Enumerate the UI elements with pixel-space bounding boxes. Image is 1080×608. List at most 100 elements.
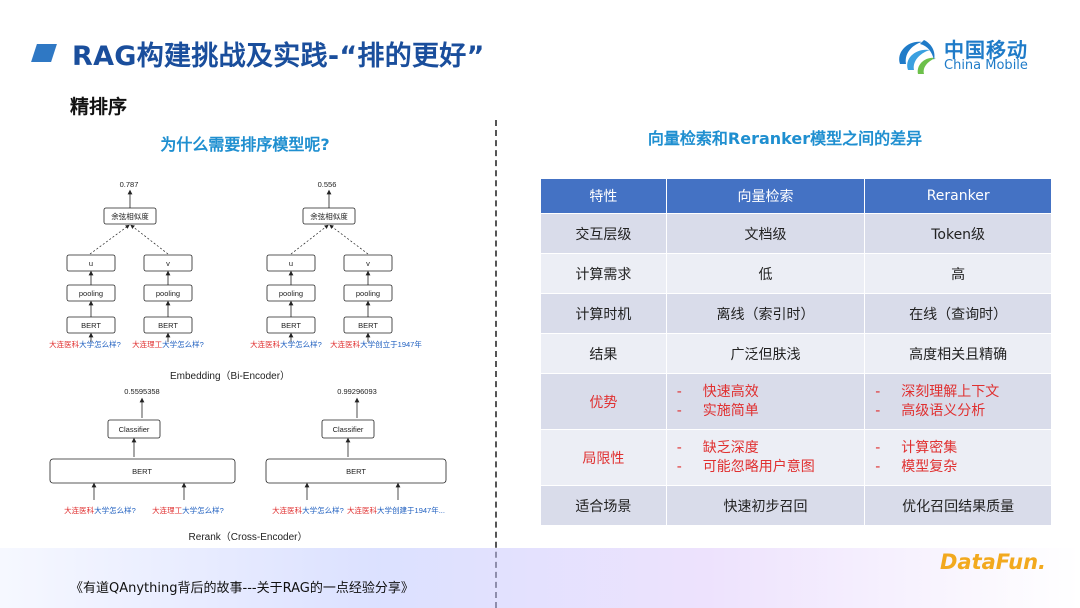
cross-q-a-blue-1: 大学怎么样? bbox=[94, 505, 136, 515]
vector-cell: 离线（索引时） bbox=[665, 293, 866, 334]
reranker-cell: 高 bbox=[864, 253, 1052, 294]
bi-q-b-red-1: 大连理工 bbox=[132, 339, 162, 349]
bi-q-b-blue-1: 大学怎么样? bbox=[162, 339, 204, 349]
bi-q-b-red-2: 大连医科 bbox=[330, 339, 360, 349]
cross-score-1: 0.5595358 bbox=[124, 387, 159, 396]
cross-q-a-red-2: 大连医科 bbox=[272, 505, 302, 515]
table-row: 交互层级 文档级 Token级 bbox=[540, 213, 1052, 254]
bi-score-2: 0.556 bbox=[318, 180, 337, 189]
list-item: -快速高效 bbox=[676, 383, 759, 400]
cross-cls-1: Classifier bbox=[119, 425, 150, 434]
reranker-cell: -深刻理解上下文 -高级语义分析 bbox=[864, 373, 1052, 430]
reranker-cell: 在线（查询时） bbox=[864, 293, 1052, 334]
header-vector: 向量检索 bbox=[665, 178, 866, 214]
table-row: 结果 广泛但肤浅 高度相关且精确 bbox=[540, 333, 1052, 374]
footer-glow bbox=[0, 548, 1080, 608]
list-item: -实施简单 bbox=[676, 402, 759, 419]
logo-name-en: China Mobile bbox=[944, 58, 1028, 73]
header-reranker: Reranker bbox=[864, 178, 1052, 214]
vector-cell: 快速初步召回 bbox=[665, 485, 866, 526]
feature-cell: 适合场景 bbox=[540, 485, 667, 526]
china-mobile-logo: 中国移动 China Mobile bbox=[894, 34, 1044, 78]
bi-vec-v-2: v bbox=[366, 259, 370, 268]
slide-title: RAG构建挑战及实践-“排的更好” bbox=[72, 41, 485, 72]
cross-q-b-blue-2: 大学创建于1947年... bbox=[377, 505, 445, 515]
svg-text:大连医科大学创建于1947年...: 大连医科大学创建于1947年... bbox=[347, 505, 445, 515]
bi-score-1: 0.787 bbox=[120, 180, 139, 189]
table-row: 优势 -快速高效 -实施简单 -深刻理解上下文 -高级语义分析 bbox=[540, 373, 1052, 430]
logo-name-cn: 中国移动 bbox=[944, 38, 1028, 62]
vector-cell: 文档级 bbox=[665, 213, 866, 254]
table-row: 计算需求 低 高 bbox=[540, 253, 1052, 294]
list-item: -高级语义分析 bbox=[875, 402, 986, 419]
bi-vec-u-1: u bbox=[89, 259, 93, 268]
bi-q-a-red-2: 大连医科 bbox=[250, 339, 280, 349]
reranker-cell: -计算密集 -模型复杂 bbox=[864, 429, 1052, 486]
reranker-cell: 优化召回结果质量 bbox=[864, 485, 1052, 526]
bi-q-a-blue-2: 大学怎么样? bbox=[280, 339, 322, 349]
bi-q-a-red-1: 大连医科 bbox=[49, 339, 79, 349]
bi-q-b-blue-2: 大学创立于1947年 bbox=[360, 339, 422, 349]
bi-vec-v-1: v bbox=[166, 259, 170, 268]
bi-enc-b-2: BERT bbox=[358, 321, 378, 330]
feature-cell: 计算需求 bbox=[540, 253, 667, 294]
feature-cell: 局限性 bbox=[540, 429, 667, 486]
cross-cls-2: Classifier bbox=[333, 425, 364, 434]
list-item: -模型复杂 bbox=[875, 458, 958, 475]
list-item: -可能忽略用户意图 bbox=[676, 458, 815, 475]
cross-enc-2: BERT bbox=[346, 467, 366, 476]
title-accent-bar bbox=[31, 44, 57, 62]
cross-score-2: 0.99296093 bbox=[337, 387, 377, 396]
bi-enc-a-2: BERT bbox=[281, 321, 301, 330]
vector-cell: -缺乏深度 -可能忽略用户意图 bbox=[665, 429, 866, 486]
table-row: 局限性 -缺乏深度 -可能忽略用户意图 -计算密集 -模型复杂 bbox=[540, 429, 1052, 486]
cross-q-a-red-1: 大连医科 bbox=[64, 505, 94, 515]
header-feature: 特性 bbox=[540, 178, 667, 214]
bi-vec-u-2: u bbox=[289, 259, 293, 268]
china-mobile-logo-icon bbox=[899, 40, 936, 74]
bi-encoder-diagram-1: 0.787 余弦相似度 u v pooling pooling BERT BER… bbox=[49, 180, 204, 349]
bi-q-a-blue-1: 大学怎么样? bbox=[79, 339, 121, 349]
bi-pool-b-1: pooling bbox=[156, 289, 180, 298]
right-heading: 向量检索和Reranker模型之间的差异 bbox=[647, 129, 923, 148]
rerank-caption: Rerank（Cross-Encoder） bbox=[189, 531, 308, 543]
bi-pool-a-2: pooling bbox=[279, 289, 303, 298]
panel-divider bbox=[495, 120, 497, 608]
bi-pool-b-2: pooling bbox=[356, 289, 380, 298]
bi-enc-a-1: BERT bbox=[81, 321, 101, 330]
left-heading: 为什么需要排序模型呢? bbox=[160, 135, 330, 154]
table-row: 计算时机 离线（索引时） 在线（查询时） bbox=[540, 293, 1052, 334]
cross-encoder-diagram-1: 0.5595358 Classifier BERT 大连医科大学怎么样? 大连理… bbox=[49, 387, 236, 515]
feature-cell: 优势 bbox=[540, 373, 667, 430]
svg-text:大连医科大学怎么样?: 大连医科大学怎么样? bbox=[250, 339, 322, 349]
cross-q-b-red-1: 大连理工 bbox=[152, 505, 182, 515]
vector-cell: 低 bbox=[665, 253, 866, 294]
footer-text: 《有道QAnything背后的故事---关于RAG的一点经验分享》 bbox=[70, 581, 414, 596]
table-row: 适合场景 快速初步召回 优化召回结果质量 bbox=[540, 485, 1052, 526]
bi-sim-1: 余弦相似度 bbox=[111, 211, 149, 221]
svg-text:大连医科大学怎么样?: 大连医科大学怎么样? bbox=[272, 505, 344, 515]
list-item: -缺乏深度 bbox=[676, 439, 759, 456]
bi-sim-2: 余弦相似度 bbox=[310, 211, 348, 221]
cross-q-b-red-2: 大连医科 bbox=[347, 505, 377, 515]
svg-text:大连理工大学怎么样?: 大连理工大学怎么样? bbox=[132, 339, 204, 349]
reranker-cell: Token级 bbox=[864, 213, 1052, 254]
comparison-table: 特性 向量检索 Reranker 交互层级 文档级 Token级 计算需求 低 … bbox=[540, 178, 1052, 526]
svg-text:大连理工大学怎么样?: 大连理工大学怎么样? bbox=[152, 505, 224, 515]
feature-cell: 交互层级 bbox=[540, 213, 667, 254]
vector-cell: -快速高效 -实施简单 bbox=[665, 373, 866, 430]
feature-cell: 结果 bbox=[540, 333, 667, 374]
cross-q-a-blue-2: 大学怎么样? bbox=[302, 505, 344, 515]
list-item: -深刻理解上下文 bbox=[875, 383, 1000, 400]
feature-cell: 计算时机 bbox=[540, 293, 667, 334]
bi-encoder-diagram-2: 0.556 余弦相似度 u v pooling pooling BERT BER… bbox=[250, 180, 422, 349]
embedding-caption: Embedding（Bi-Encoder） bbox=[170, 370, 290, 382]
section-subtitle: 精排序 bbox=[70, 96, 128, 118]
svg-text:大连医科大学怎么样?: 大连医科大学怎么样? bbox=[49, 339, 121, 349]
cross-q-b-blue-1: 大学怎么样? bbox=[182, 505, 224, 515]
vector-cell: 广泛但肤浅 bbox=[665, 333, 866, 374]
table-header-row: 特性 向量检索 Reranker bbox=[540, 178, 1052, 214]
encoder-diagram: 0.787 余弦相似度 u v pooling pooling BERT BER… bbox=[49, 180, 447, 543]
bi-pool-a-1: pooling bbox=[79, 289, 103, 298]
cross-enc-1: BERT bbox=[132, 467, 152, 476]
